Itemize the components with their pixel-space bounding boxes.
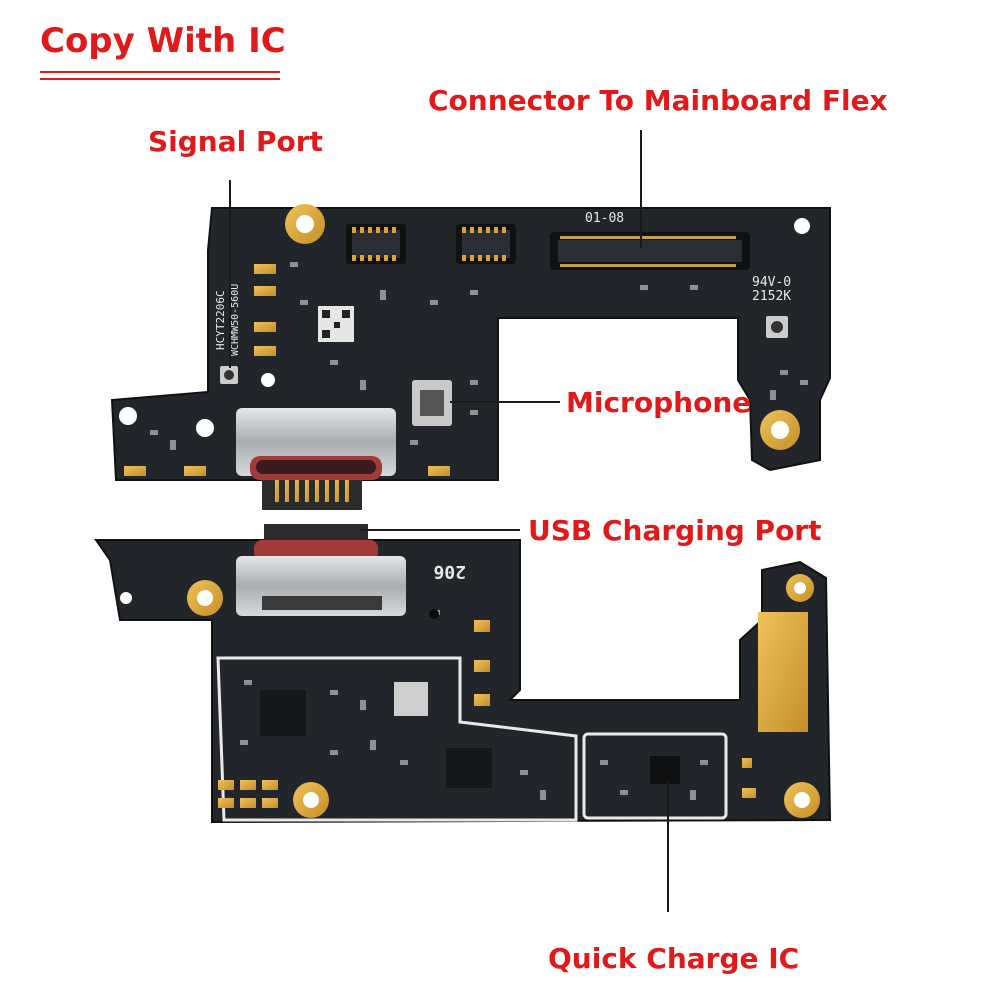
chip	[446, 748, 492, 788]
shield-outline-left	[216, 656, 578, 822]
mainboard-flex-connector	[550, 232, 750, 270]
display-connector	[456, 224, 516, 264]
callout-lines	[229, 130, 669, 912]
shield-outline-right	[582, 732, 728, 820]
usb-c-port-bottom	[236, 524, 406, 616]
mount-hole	[187, 580, 223, 616]
quick-charge-ic-label: Quick Charge IC	[548, 942, 800, 975]
silkscreen-side-code-1: HCYT2206C	[214, 290, 227, 350]
chip	[260, 690, 306, 736]
signal-port	[220, 366, 238, 384]
chip	[394, 682, 428, 716]
usb-charging-port-label: USB Charging Port	[528, 514, 822, 547]
title-underline	[40, 78, 280, 80]
silkscreen-side-code-2: WCHMW50-560U	[230, 284, 241, 356]
microphone-component	[412, 380, 452, 426]
title-label: Copy With IC	[40, 21, 286, 61]
mount-hole	[784, 782, 820, 818]
silkscreen-right-code-2: 2152K	[752, 289, 791, 304]
mount-hole	[760, 410, 800, 450]
qr-code	[318, 306, 354, 342]
title-underline	[40, 71, 280, 73]
silkscreen-top-code: 01-08	[585, 211, 624, 226]
silkscreen-bottom-code: 206	[433, 561, 466, 582]
signal-port-label: Signal Port	[148, 125, 323, 158]
quick-charge-ic	[650, 756, 680, 784]
battery-connector	[346, 224, 406, 264]
top-board: 01-08 94V-0 2152K HCYT2206C WCHMW50-560U	[110, 204, 831, 510]
mount-hole	[786, 574, 814, 602]
usb-c-port-top	[236, 408, 396, 510]
connector-label: Connector To Mainboard Flex	[428, 84, 888, 117]
mount-hole	[285, 204, 325, 244]
silkscreen-right-code-1: 94V-0	[752, 275, 791, 290]
bottom-board: 206	[94, 524, 832, 824]
antenna-connector-right	[766, 316, 788, 338]
gold-contact-plate	[758, 612, 808, 732]
mount-hole	[293, 782, 329, 818]
microphone-label: Microphone	[566, 386, 752, 419]
